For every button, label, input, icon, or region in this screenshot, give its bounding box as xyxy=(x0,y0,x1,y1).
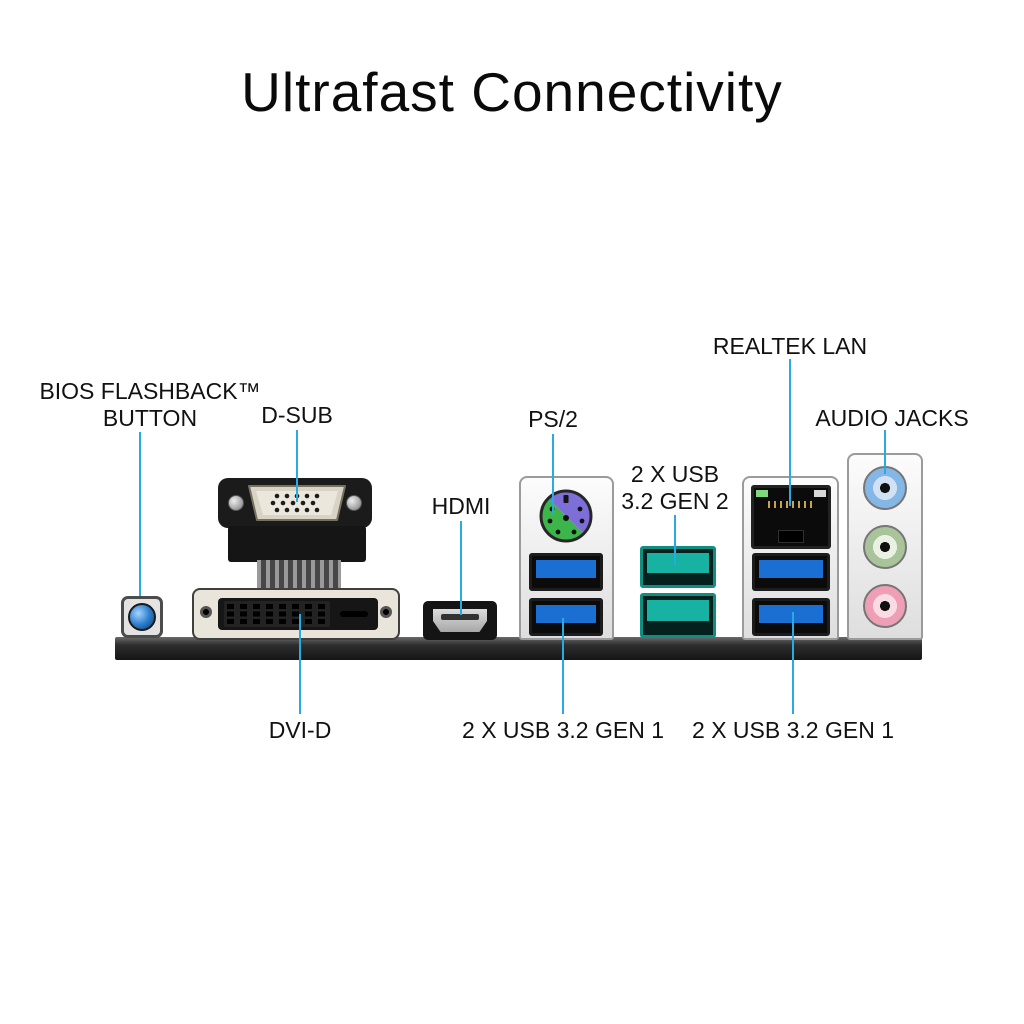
lan-led-left xyxy=(756,490,768,497)
leader-line-usb-gen2 xyxy=(674,515,676,565)
label-realtek-lan: REALTEK LAN xyxy=(712,333,868,359)
page-title: Ultrafast Connectivity xyxy=(241,61,783,123)
ps2-port xyxy=(539,489,593,543)
hdmi-metal-shell xyxy=(433,609,487,632)
lan-usb-housing xyxy=(742,476,839,640)
dvi-blade-slot xyxy=(340,611,368,617)
label-usb-gen2-line2: 3.2 GEN 2 xyxy=(621,488,729,514)
leader-line-usb-gen1-right xyxy=(792,612,794,714)
usb3-gen2-port-1 xyxy=(640,546,716,588)
label-d-sub: D-SUB xyxy=(261,402,333,428)
lan-clip-notch xyxy=(778,530,804,543)
label-bios-flashback-line2: BUTTON xyxy=(102,405,198,431)
hdmi-slot xyxy=(441,614,479,620)
usb3-gen1-tongue-4 xyxy=(759,605,823,623)
usb3-gen1-tongue-2 xyxy=(536,605,596,623)
dvi-screw-left xyxy=(200,606,212,618)
bios-flashback-button-cap xyxy=(128,603,156,631)
usb3-gen1-tongue-3 xyxy=(759,560,823,578)
label-usb-gen1-right: 2 X USB 3.2 GEN 1 xyxy=(692,717,894,743)
usb3-gen2-port-2 xyxy=(640,593,716,638)
dvi-pin-grid xyxy=(224,601,330,627)
usb3-gen1-port-3 xyxy=(752,553,830,591)
audio-jack-housing xyxy=(847,453,923,640)
usb3-gen2-tongue-1 xyxy=(647,553,709,573)
audio-jack-mic xyxy=(863,584,907,628)
vga-port xyxy=(248,485,346,521)
leader-line-dvi xyxy=(299,614,301,714)
dvi-screw-right xyxy=(380,606,392,618)
label-bios-flashback-line1: BIOS FLASHBACK™ xyxy=(39,378,261,404)
leader-line-lan xyxy=(789,359,791,506)
leader-line-bios xyxy=(139,432,141,596)
leader-line-hdmi xyxy=(460,521,462,615)
ps2-pin-holes xyxy=(547,506,585,535)
leader-line-usb-gen1-center xyxy=(562,618,564,714)
dvi-d-port xyxy=(192,588,400,640)
label-usb-gen1-center: 2 X USB 3.2 GEN 1 xyxy=(462,717,664,743)
label-dvi-d: DVI-D xyxy=(268,717,332,743)
usb3-gen1-port-4 xyxy=(752,598,830,636)
dvi-recess xyxy=(218,598,378,630)
label-bios-flashback-button: BIOS FLASHBACK™ BUTTON xyxy=(39,378,260,432)
leader-line-audio xyxy=(884,430,886,474)
leader-line-d-sub xyxy=(296,430,298,502)
usb3-gen1-tongue-1 xyxy=(536,560,596,578)
audio-jack-line-out xyxy=(863,525,907,569)
vga-connector-body xyxy=(228,526,366,562)
vga-screw-left xyxy=(228,495,244,511)
lan-led-right xyxy=(814,490,826,497)
bios-flashback-button xyxy=(121,596,163,638)
label-usb-gen2-line1: 2 X USB xyxy=(630,461,720,487)
motherboard-edge xyxy=(115,637,922,660)
ps2-usb-housing xyxy=(519,476,614,640)
usb3-gen1-port-1 xyxy=(529,553,603,591)
lan-gold-pins xyxy=(768,501,814,508)
lan-port xyxy=(751,485,831,549)
vga-screw-right xyxy=(346,495,362,511)
leader-line-ps2 xyxy=(552,434,554,514)
usb3-gen1-port-2 xyxy=(529,598,603,636)
label-audio-jacks: AUDIO JACKS xyxy=(815,405,969,431)
usb3-gen2-tongue-2 xyxy=(647,600,709,622)
label-hdmi: HDMI xyxy=(431,493,491,519)
connector-ribs xyxy=(257,560,341,590)
label-usb-gen2: 2 X USB 3.2 GEN 2 xyxy=(621,461,728,515)
label-ps2: PS/2 xyxy=(528,406,578,432)
